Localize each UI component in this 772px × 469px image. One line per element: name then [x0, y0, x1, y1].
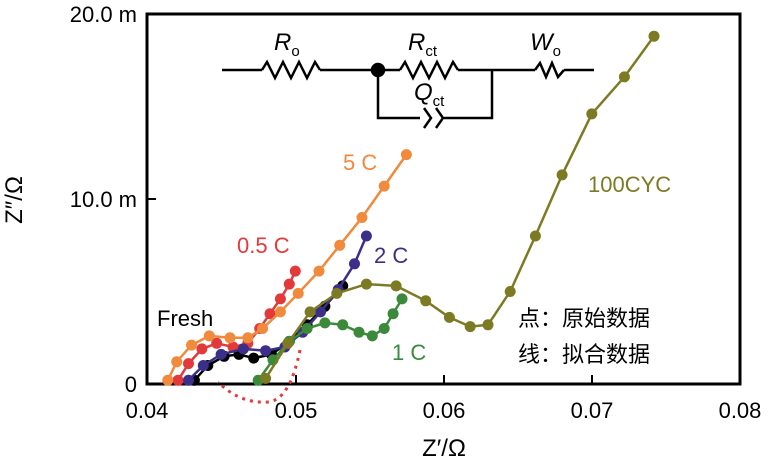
data-point	[315, 306, 326, 318]
resistor-ro-icon	[260, 59, 322, 81]
data-point	[334, 239, 346, 251]
data-point	[586, 108, 598, 120]
axis-ticks	[146, 13, 741, 385]
dotted-arc	[216, 349, 302, 404]
series-layer	[162, 30, 660, 386]
data-point	[171, 356, 183, 368]
data-point	[356, 212, 368, 223]
resistor-rct-icon	[398, 59, 460, 81]
circuit-label-ro: Ro	[274, 29, 300, 60]
data-point	[337, 319, 349, 331]
data-point	[349, 258, 360, 270]
data-point	[378, 180, 390, 192]
data-point	[260, 345, 272, 357]
data-point	[183, 374, 194, 386]
y-axis-label: Z″/Ω	[1, 176, 28, 224]
circuit-wire	[444, 70, 494, 120]
x-axis-label: Z′/Ω	[422, 435, 466, 462]
data-point	[257, 323, 269, 334]
data-point	[400, 149, 412, 161]
legend-points-text: 点：原始数据	[518, 306, 650, 331]
data-point	[360, 230, 372, 242]
data-point	[242, 332, 254, 344]
data-point	[162, 374, 174, 386]
cpe-qct-icon	[422, 107, 433, 129]
data-point	[331, 287, 343, 299]
data-point	[283, 278, 295, 290]
data-point	[556, 169, 568, 181]
y-tick-mark	[147, 13, 156, 385]
y-tick-label: 0	[125, 372, 137, 397]
circuit-labels: Ro Rct Wo Qct	[274, 29, 561, 110]
data-point	[353, 326, 365, 338]
data-point	[648, 30, 660, 42]
x-tick-label: 0.06	[423, 398, 466, 423]
data-point	[319, 317, 331, 329]
data-point	[196, 343, 208, 355]
data-point	[618, 71, 630, 83]
series-label-0-5c: 0.5 C	[237, 233, 290, 258]
series-5-c	[162, 149, 412, 386]
series-100cyc	[260, 30, 660, 384]
data-point	[203, 330, 215, 342]
circuit-label-qct: Qct	[414, 79, 445, 110]
series-line	[264, 35, 656, 380]
data-point	[396, 293, 408, 305]
series-label-5c: 5 C	[343, 150, 377, 175]
data-point	[289, 265, 301, 277]
data-point	[237, 343, 249, 355]
y-tick-label: 10.0 m	[70, 187, 137, 212]
circuit-wire	[376, 70, 420, 120]
data-point	[504, 286, 516, 297]
equivalent-circuit	[222, 59, 594, 129]
data-point	[260, 372, 272, 384]
data-point	[387, 308, 399, 320]
data-point	[420, 295, 432, 307]
data-point	[366, 330, 378, 342]
x-tick-label: 0.07	[571, 398, 614, 423]
x-tick-label: 0.08	[719, 398, 762, 423]
data-point	[224, 332, 236, 344]
data-point	[529, 230, 541, 242]
data-point	[482, 319, 494, 331]
data-point	[215, 348, 227, 360]
data-point	[292, 287, 304, 299]
data-point	[274, 293, 286, 305]
series-label-100cyc: 100CYC	[588, 172, 671, 197]
series-label-1c: 1 C	[392, 340, 426, 365]
data-point	[211, 337, 223, 349]
data-point	[378, 323, 390, 334]
warburg-wo-icon	[533, 59, 565, 81]
cpe-qct-icon	[434, 107, 445, 129]
data-point	[186, 339, 197, 351]
data-point	[264, 308, 276, 320]
series-label-2c: 2 C	[374, 243, 408, 268]
data-point	[282, 337, 294, 349]
data-point	[443, 311, 455, 323]
data-point	[274, 306, 286, 318]
circuit-label-rct: Rct	[408, 29, 438, 60]
series-label-fresh: Fresh	[157, 306, 213, 331]
legend-lines-text: 线：拟合数据	[518, 342, 650, 367]
data-point	[301, 323, 313, 334]
data-point	[390, 280, 402, 292]
x-tick-label: 0.05	[275, 398, 318, 423]
x-tick-mark	[146, 375, 741, 384]
data-point	[304, 306, 316, 318]
data-point	[197, 360, 209, 371]
data-point	[464, 321, 476, 333]
y-tick-label: 20.0 m	[70, 2, 137, 27]
data-point	[360, 278, 372, 290]
data-point	[313, 265, 325, 277]
x-tick-label: 0.04	[126, 398, 169, 423]
data-point	[172, 374, 184, 386]
data-point	[183, 358, 194, 370]
data-point	[248, 352, 260, 364]
circuit-label-wo: Wo	[530, 29, 561, 60]
